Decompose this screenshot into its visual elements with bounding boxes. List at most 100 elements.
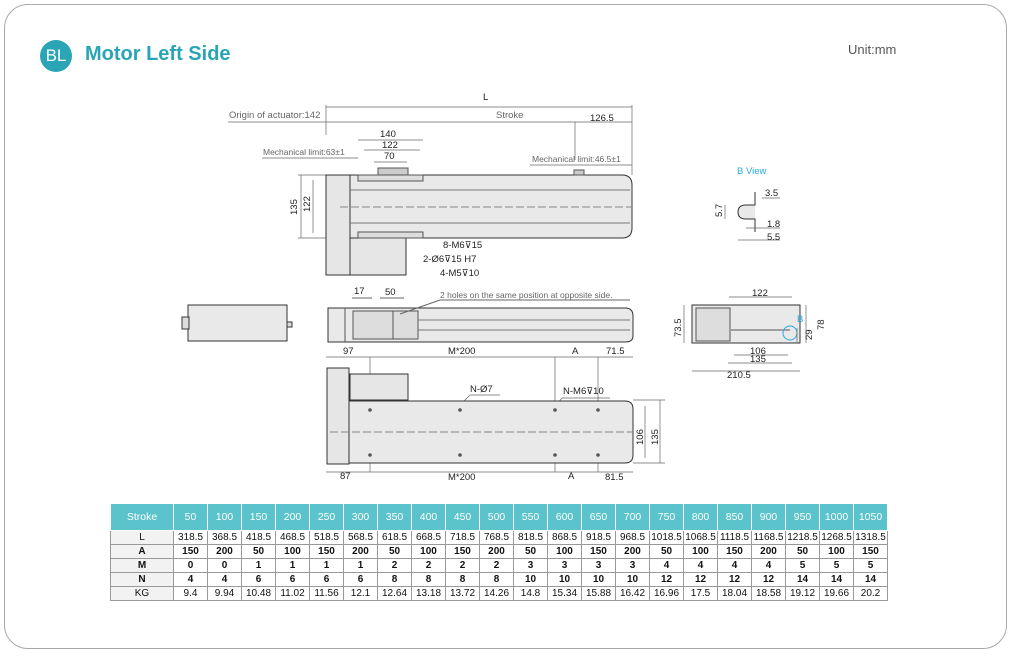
- dim-L: L: [483, 92, 488, 103]
- table-cell: 8: [479, 572, 514, 587]
- b-view-detail: [724, 192, 780, 241]
- column-header: 750: [649, 503, 684, 531]
- dim-5-5: 5.5: [767, 232, 780, 243]
- table-cell: 15.34: [547, 586, 582, 601]
- table-cell: 200: [615, 544, 650, 559]
- column-header: 800: [683, 503, 718, 531]
- table-cell: 9.94: [207, 586, 242, 601]
- table-cell: 13.72: [445, 586, 480, 601]
- dim-81-5: 81.5: [605, 472, 624, 483]
- table-cell: 12: [649, 572, 684, 587]
- table-cell: 3: [513, 558, 548, 573]
- table-cell: 1: [241, 558, 276, 573]
- table-cell: 10: [581, 572, 616, 587]
- table-cell: 50: [377, 544, 412, 559]
- column-header: 600: [547, 503, 582, 531]
- table-cell: 2: [445, 558, 480, 573]
- row-label: M: [110, 558, 174, 573]
- table-cell: 14.8: [513, 586, 548, 601]
- table-cell: 4: [207, 572, 242, 587]
- table-cell: 1118.5: [717, 530, 752, 545]
- b-view-label: B View: [737, 166, 767, 177]
- table-cell: 16.96: [649, 586, 684, 601]
- column-header: 700: [615, 503, 650, 531]
- table-cell: 200: [479, 544, 514, 559]
- column-header: 100: [207, 503, 242, 531]
- table-cell: 6: [309, 572, 344, 587]
- dim-70: 70: [384, 151, 395, 162]
- table-cell: 50: [785, 544, 820, 559]
- column-header: 550: [513, 503, 548, 531]
- row-label: A: [110, 544, 174, 559]
- end-dim-106: 106: [750, 346, 766, 357]
- table-cell: 3: [615, 558, 650, 573]
- column-header: 250: [309, 503, 344, 531]
- table-cell: 418.5: [241, 530, 276, 545]
- mech-limit-right: Mechanical limit:46.5±1: [532, 154, 621, 164]
- table-cell: 18.58: [751, 586, 786, 601]
- dim-1-8: 1.8: [767, 219, 780, 230]
- column-header: 650: [581, 503, 616, 531]
- table-cell: 2: [411, 558, 446, 573]
- table-cell: 5: [819, 558, 854, 573]
- note-n-m6: N-M6⊽10: [563, 386, 604, 397]
- table-cell: 518.5: [309, 530, 344, 545]
- table-cell: 4: [649, 558, 684, 573]
- table-cell: 4: [173, 572, 208, 587]
- table-cell: 50: [513, 544, 548, 559]
- table-cell: 6: [343, 572, 378, 587]
- end-dim-29: 29: [804, 329, 815, 340]
- table-cell: 8: [411, 572, 446, 587]
- table-cell: 100: [411, 544, 446, 559]
- table-cell: 18.04: [717, 586, 752, 601]
- table-cell: 1: [343, 558, 378, 573]
- dim-135-v: 135: [650, 429, 661, 445]
- table-cell: 12.1: [343, 586, 378, 601]
- holes-note: 2 holes on the same position at opposite…: [440, 290, 612, 300]
- table-cell: 100: [275, 544, 310, 559]
- table-cell: 200: [207, 544, 242, 559]
- table-cell: 100: [819, 544, 854, 559]
- table-cell: 468.5: [275, 530, 310, 545]
- table-cell: 5: [785, 558, 820, 573]
- column-header: 1050: [853, 503, 888, 531]
- table-cell: 4: [751, 558, 786, 573]
- table-cell: 868.5: [547, 530, 582, 545]
- dim-m200-top: M*200: [448, 346, 475, 357]
- dim-m200-bot: M*200: [448, 472, 475, 483]
- table-cell: 1318.5: [853, 530, 888, 545]
- table-cell: 50: [649, 544, 684, 559]
- row-label: L: [110, 530, 174, 545]
- table-cell: 14: [853, 572, 888, 587]
- dim-97: 97: [343, 346, 354, 357]
- column-header: 400: [411, 503, 446, 531]
- row-label: N: [110, 572, 174, 587]
- table-cell: 0: [207, 558, 242, 573]
- left-end-view: [181, 304, 293, 342]
- table-cell: 8: [377, 572, 412, 587]
- dim-50: 50: [385, 287, 396, 298]
- table-cell: 768.5: [479, 530, 514, 545]
- bottom-view: [326, 367, 634, 465]
- dim-a-bot: A: [568, 471, 575, 482]
- table-cell: 918.5: [581, 530, 616, 545]
- unit-label: Unit:mm: [848, 42, 897, 57]
- table-cell: 818.5: [513, 530, 548, 545]
- mech-limit-left: Mechanical limit:63±1: [263, 147, 345, 157]
- top-view: [325, 167, 633, 276]
- table-cell: 150: [309, 544, 344, 559]
- end-dim-78: 78: [816, 319, 827, 330]
- table-cell: 150: [717, 544, 752, 559]
- table-cell: 150: [853, 544, 888, 559]
- end-b-marker: B: [797, 314, 803, 325]
- table-cell: 10: [615, 572, 650, 587]
- table-cell: 14.26: [479, 586, 514, 601]
- dim-135: 135: [289, 199, 300, 215]
- table-cell: 668.5: [411, 530, 446, 545]
- dim-3-5: 3.5: [765, 188, 778, 199]
- note-m5: 4-M5⊽10: [440, 268, 479, 279]
- table-cell: 11.02: [275, 586, 310, 601]
- table-cell: 6: [241, 572, 276, 587]
